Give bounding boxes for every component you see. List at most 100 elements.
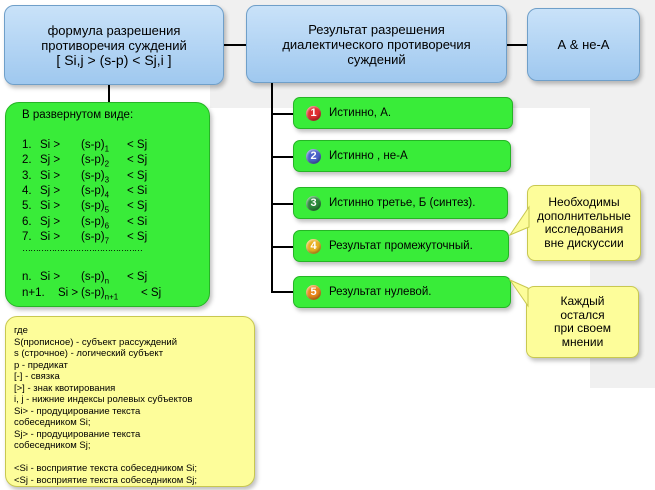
row-right-term: < Sj	[127, 169, 148, 182]
callout1-line-1: Необходимы	[548, 195, 620, 209]
row-subscript: 7	[104, 236, 110, 246]
legend-line: Sj> - продуцирование текста	[14, 428, 141, 440]
connector-result-and	[507, 44, 527, 46]
row-subscript: 1	[104, 144, 110, 154]
row-subscript: 6	[104, 220, 110, 230]
formula-line-1: формула разрешения	[47, 22, 181, 38]
row-right-term: < Sj	[127, 139, 148, 151]
result-label: Истинно третье, Б (синтез).	[329, 197, 476, 209]
and-box: А & не-А	[527, 8, 640, 81]
legend-line: [-] - связка	[14, 371, 60, 382]
row-middle-term: (s-p)4	[81, 185, 109, 199]
row-middle-text: (s-p)	[81, 200, 105, 213]
connector-branch-5	[271, 291, 293, 293]
legend-line: собеседником Si;	[14, 417, 91, 428]
row-middle-term: (s-p)1	[81, 139, 109, 153]
result-label: Результат нулевой.	[329, 286, 432, 298]
formula-box: формула разрешения противоречия суждений…	[4, 5, 224, 85]
callout2-line-1: Каждый	[560, 294, 605, 308]
row-middle-term: (s-p)3	[81, 170, 109, 184]
callout1-line-3: исследования	[544, 222, 624, 236]
legend-line: S(прописное) - субъект рассуждений	[14, 336, 178, 348]
expanded-dots: ………………………………………	[22, 243, 143, 253]
row-subscript: 3	[104, 174, 110, 184]
connector-formula-expanded	[108, 85, 110, 102]
row-middle-text: (s-p)	[81, 271, 105, 283]
result-box: Результат разрешения диалектического про…	[246, 5, 507, 83]
connector-result-trunk	[271, 80, 273, 293]
row-middle-text: (s-p)	[81, 230, 105, 243]
row-right-term: < Sj	[127, 230, 148, 243]
legend-line: p - предикат	[14, 359, 68, 371]
row-left-term: Si >	[40, 200, 61, 213]
row-middle-term: (s-p)n	[81, 271, 109, 285]
row-number: n.	[22, 271, 32, 283]
legend-line: собеседником Sj;	[14, 440, 91, 451]
connector-branch-1	[271, 113, 293, 115]
legend-line: [>] - знак квотирования	[14, 382, 116, 394]
connector-branch-3	[271, 203, 293, 205]
row-right-term: < Sj	[127, 200, 148, 213]
row-number: 2.	[22, 154, 32, 167]
result-line-1: Результат разрешения	[308, 21, 445, 37]
row-left-term: Si >	[58, 287, 79, 299]
row-middle-term: (s-p)2	[81, 154, 109, 168]
expanded-title: В развернутом виде:	[22, 109, 134, 121]
callout2-line-3: при своем	[553, 321, 612, 335]
connector-formula-result	[224, 44, 246, 46]
row-left-term: Sj >	[40, 154, 61, 167]
number-badge-icon: 3	[306, 195, 321, 211]
callout2-line-4: мнении	[561, 334, 604, 349]
row-middle-text: (s-p)	[81, 215, 105, 228]
row-middle-text: (s-p)	[81, 184, 105, 197]
result-label: Результат промежуточный.	[329, 240, 473, 252]
callout-own-opinion: Каждый остался при своем мнении	[526, 286, 639, 358]
number-badge-icon: 2	[306, 148, 321, 164]
row-subscript: 4	[104, 190, 110, 200]
connector-branch-4	[271, 246, 293, 248]
row-left-term: Si >	[40, 271, 61, 283]
row-number: 7.	[22, 230, 32, 243]
row-middle-text: (s-p)	[81, 139, 105, 151]
legend-line	[14, 452, 254, 464]
result-label: Истинно, А.	[329, 107, 392, 119]
row-number: 6.	[22, 215, 32, 228]
callout1-pointer	[508, 205, 530, 237]
row-right-term: < Si	[127, 184, 148, 197]
number-badge-icon: 1	[306, 105, 321, 121]
legend-line: <Si - восприятие текста собеседником Si;	[14, 463, 198, 474]
row-right-term: < Sj	[127, 271, 148, 283]
result-row-1: 1 Истинно, А.	[293, 97, 513, 129]
row-number: 5.	[22, 200, 32, 213]
formula-line-3: [ Si,j > (s-p) < Sj,i ]	[56, 51, 172, 68]
row-number: 1.	[22, 139, 32, 151]
legend-line: s (строчное) - логический субъект	[14, 348, 164, 359]
row-right-term: < Sj	[127, 154, 148, 167]
and-text: А & не-А	[557, 37, 610, 52]
legend-line: <Sj - восприятие текста собеседником Sj;	[14, 474, 198, 486]
row-left-term: Si >	[40, 230, 61, 243]
callout1-line-4: вне дискуссии	[544, 235, 624, 250]
row-middle-term: (s-p)6	[81, 216, 109, 230]
row-middle-text: (s-p)	[81, 287, 105, 299]
row-left-term: Sj >	[40, 215, 61, 228]
row-middle-text: (s-p)	[81, 154, 105, 167]
row-subscript: n	[104, 276, 110, 286]
row-number: 4.	[22, 184, 32, 197]
legend-line: где	[14, 325, 28, 336]
row-middle-term: (s-p)5	[81, 200, 109, 214]
row-left-term: Si >	[40, 169, 61, 182]
row-middle-term: (s-p)7	[81, 231, 109, 245]
result-line-2: диалектического противоречия	[282, 36, 471, 52]
row-right-term: < Sj	[141, 287, 162, 299]
row-left-term: Si >	[40, 139, 61, 151]
row-subscript: 2	[104, 159, 110, 169]
callout2-pointer	[509, 279, 529, 308]
row-middle-term: (s-p)n+1	[81, 287, 118, 301]
callout2-line-2: остался	[560, 307, 605, 322]
legend-line: i, j - нижние индексы ролевых субъектов	[14, 394, 193, 405]
row-number: 3.	[22, 169, 32, 182]
